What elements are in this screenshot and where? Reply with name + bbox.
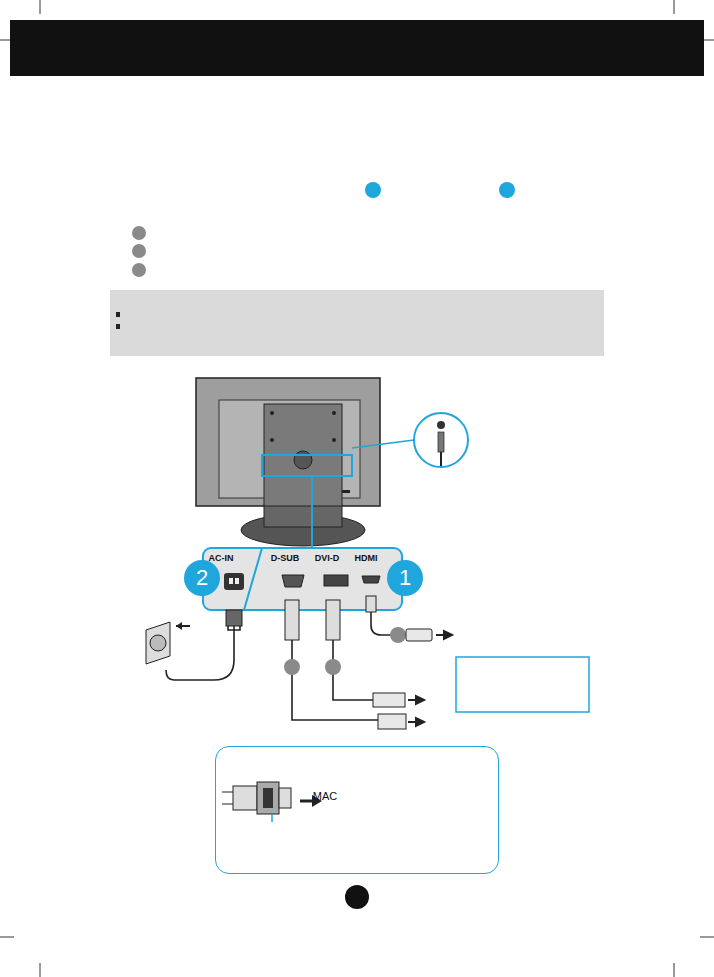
- callout-number: 1: [399, 567, 411, 589]
- port-label: AC-IN: [209, 553, 234, 563]
- port-label: DVI-D: [315, 553, 340, 563]
- leader-line: [352, 440, 414, 448]
- highlight-frame: [262, 455, 352, 476]
- step-circle: [387, 560, 423, 596]
- power-plug: [226, 610, 242, 626]
- wall-outlet: [146, 622, 190, 664]
- step-circle: [184, 560, 220, 596]
- step-dot: [365, 182, 381, 198]
- monitor-back: [196, 378, 380, 546]
- callout-dots: [284, 627, 406, 675]
- d-sub-plug: [285, 600, 299, 640]
- leader-line: [311, 476, 313, 548]
- cables: [166, 610, 399, 720]
- header-bar: [10, 20, 704, 76]
- port-label: MAC: [313, 790, 337, 802]
- note-bullet: [116, 324, 120, 329]
- arrows: [408, 631, 452, 726]
- callout-number: 2: [196, 567, 208, 589]
- note-bullet: [116, 312, 120, 317]
- port-label: D-SUB: [271, 553, 300, 563]
- note-frame: [456, 657, 589, 712]
- mac-adapter: [222, 782, 322, 822]
- mac-adapter-box: MAC: [215, 746, 499, 874]
- connector-panel: AC-IN D-SUB DVI-D HDMI: [203, 548, 402, 610]
- bullet-dots: [132, 226, 146, 277]
- cable-ends: [373, 629, 432, 729]
- audio-jack-callout: [414, 413, 468, 467]
- page-number-dot: [345, 885, 369, 909]
- port-label: HDMI: [355, 553, 378, 563]
- hdmi-plug: [366, 596, 376, 612]
- dvi-plug: [326, 600, 340, 640]
- note-box: [110, 290, 604, 356]
- step-dot: [499, 182, 515, 198]
